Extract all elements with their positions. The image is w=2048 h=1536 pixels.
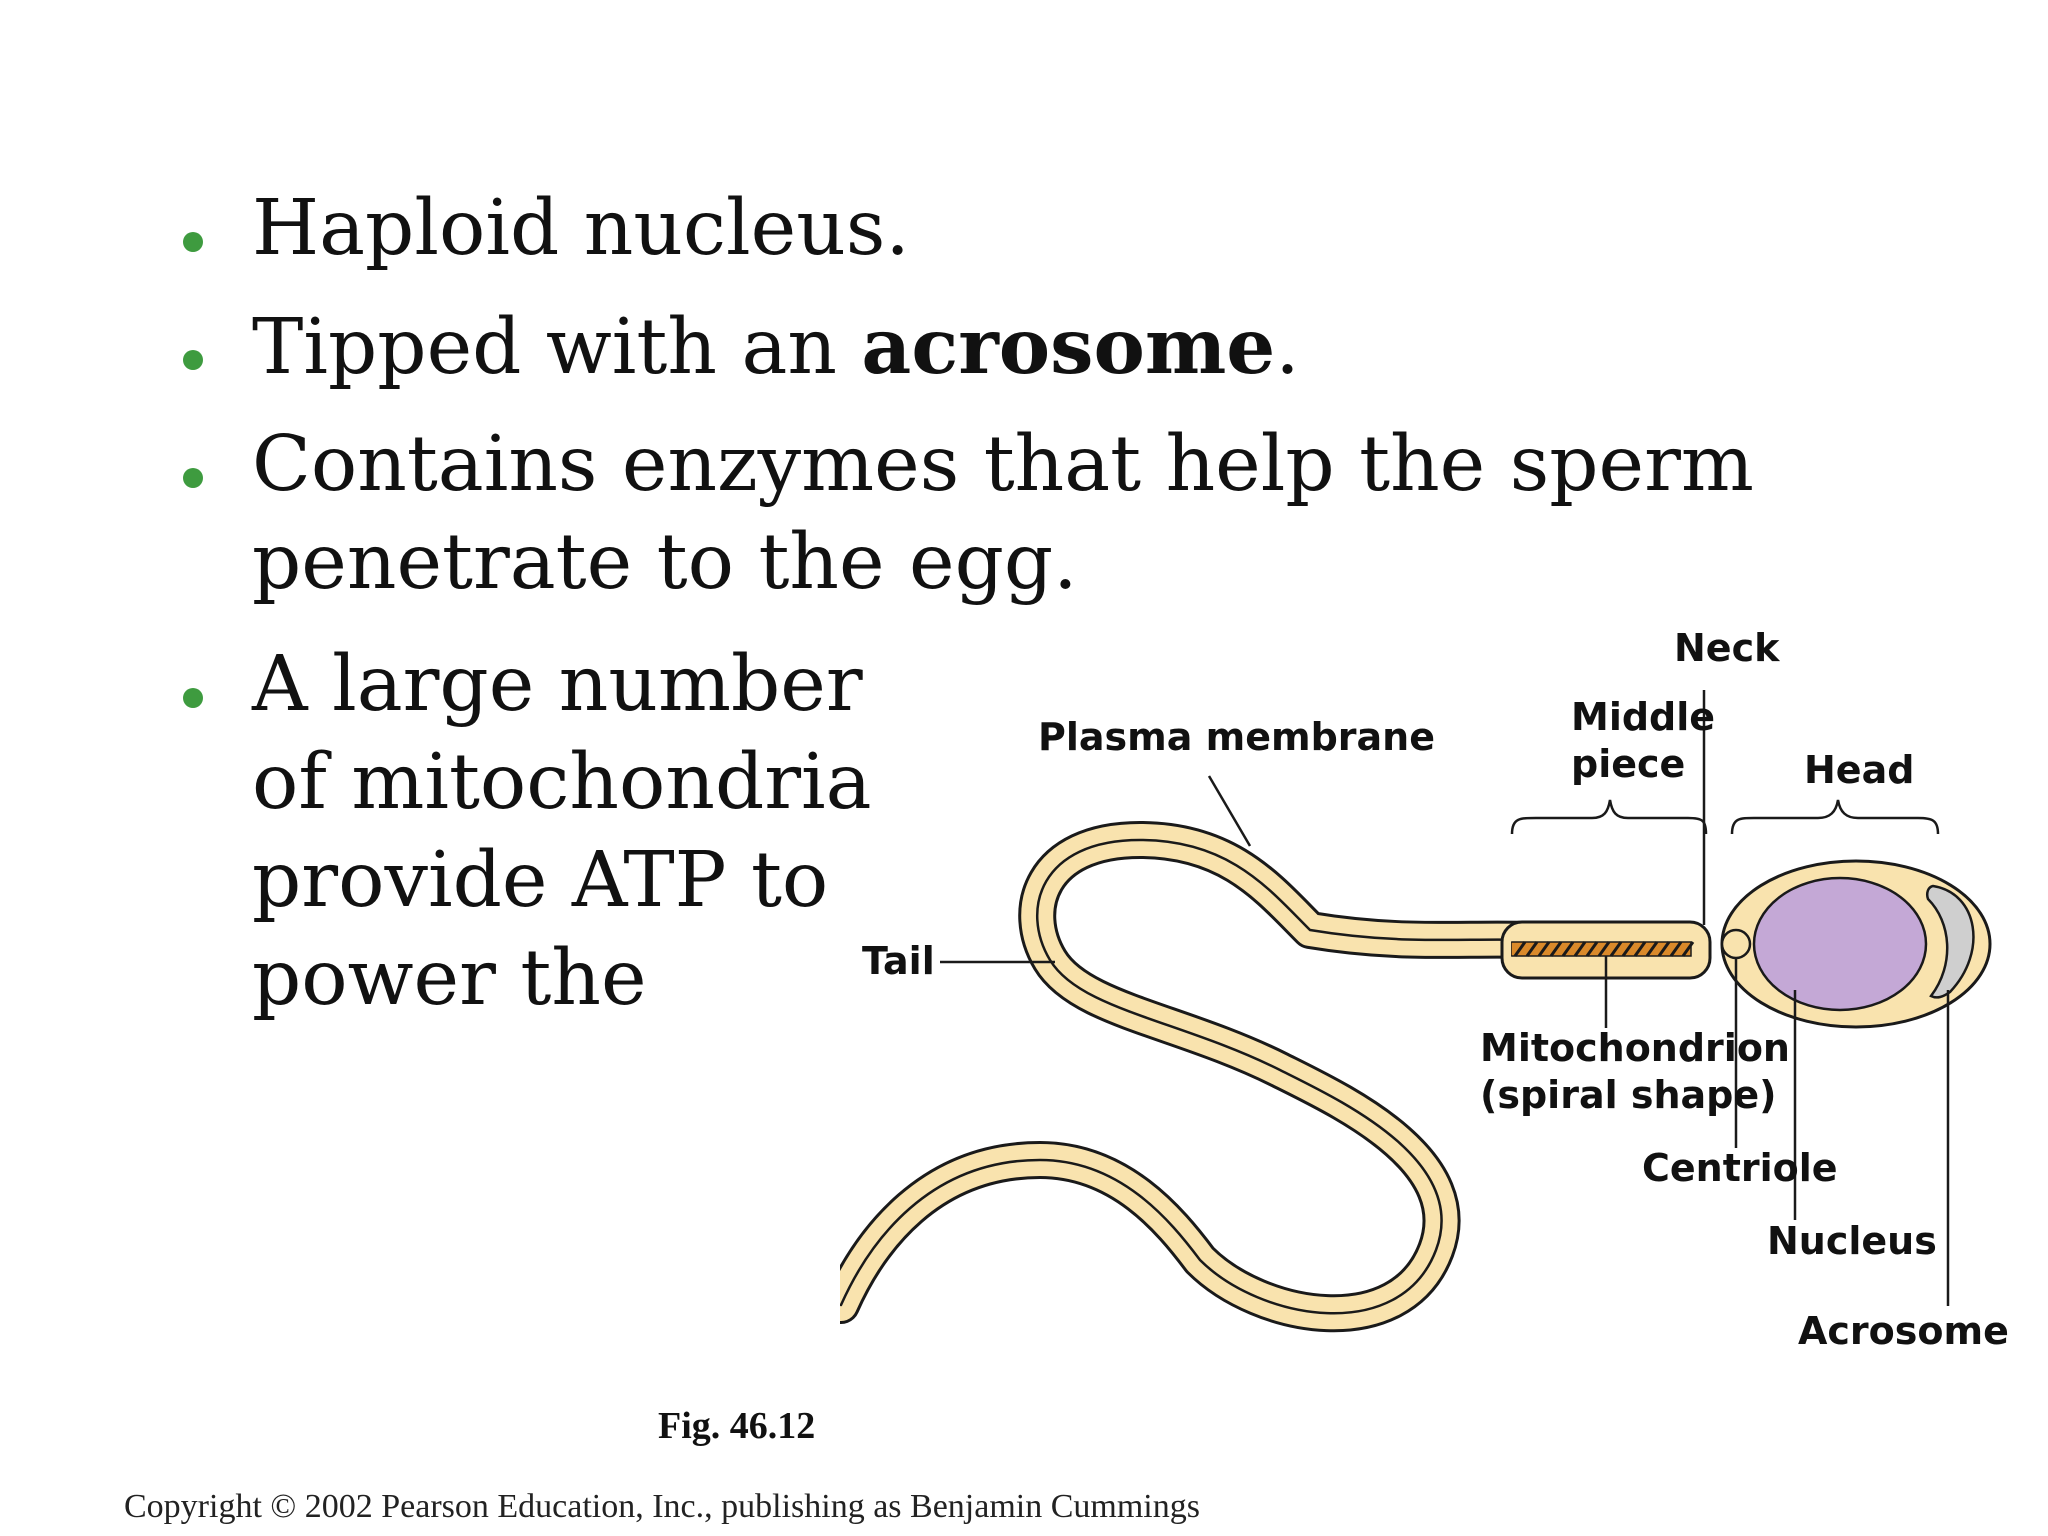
label-mitochondrion-2: (spiral shape): [1480, 1073, 1777, 1117]
tail-core: [840, 838, 1532, 1315]
figure-label: Fig. 46.12: [658, 1405, 816, 1447]
label-neck: Neck: [1674, 626, 1780, 670]
bullet-line: Tipped with an acrosome.: [252, 298, 1300, 397]
label-tail: Tail: [862, 939, 935, 983]
acrosome: [1925, 884, 1975, 999]
head-bracket: [1730, 799, 1940, 835]
bullet-text-end: .: [1275, 303, 1300, 392]
label-mitochondrion: Mitochondrion: [1480, 1026, 1790, 1070]
bullet-dot: [183, 468, 203, 488]
bullet-dot: [183, 350, 203, 370]
sperm-diagram: Neck Middle piece Head Plasma membrane T…: [840, 600, 2020, 1360]
label-acrosome: Acrosome: [1798, 1309, 2009, 1353]
bullet-line: A large number: [252, 640, 863, 729]
nucleus: [1752, 876, 1928, 1012]
bullet-text-plain: Tipped with an: [252, 303, 862, 392]
copyright-notice: Copyright © 2002 Pearson Education, Inc.…: [124, 1488, 1200, 1525]
label-nucleus: Nucleus: [1767, 1219, 1937, 1263]
label-plasma-membrane: Plasma membrane: [1038, 715, 1435, 759]
bullet-line: of mitochondria: [252, 738, 872, 827]
bullet-line: provide ATP to: [252, 836, 829, 925]
middle-piece-bracket: [1510, 799, 1708, 835]
label-head: Head: [1804, 748, 1914, 792]
bullet-line: power the: [252, 934, 647, 1023]
label-centriole: Centriole: [1642, 1146, 1838, 1190]
centriole: [1720, 928, 1752, 960]
acrosome-term: acrosome: [861, 302, 1276, 392]
sperm-diagram-svg: Neck Middle piece Head Plasma membrane T…: [840, 626, 2009, 1353]
bullet-dot: [183, 688, 203, 708]
label-middle-piece: Middle: [1571, 695, 1715, 739]
label-middle-piece-2: piece: [1571, 742, 1685, 786]
mitochondrion-spiral: [1511, 941, 1695, 957]
bullet-line: penetrate to the egg.: [252, 518, 1078, 607]
bullet-line: Contains enzymes that help the sperm: [252, 420, 1754, 509]
bullet-line: Haploid nucleus.: [252, 184, 910, 273]
bullet-dot: [183, 232, 203, 252]
plasma-membrane-leader: [1207, 775, 1252, 847]
